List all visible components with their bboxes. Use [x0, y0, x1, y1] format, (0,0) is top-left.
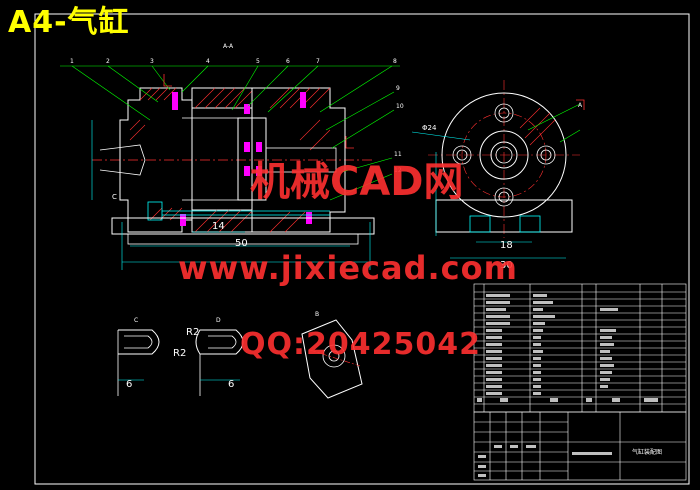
part-number-labels: 1 2 3 4 5 6 7 8 9 10 11 12: [70, 58, 404, 174]
parts-list-table: [473, 283, 687, 413]
watermark-site-name: 机械CAD网: [250, 159, 464, 205]
part-number-3: 3: [150, 58, 154, 65]
end-view: [411, 80, 585, 259]
part-number-7: 7: [316, 58, 320, 65]
title-block-drawing-name: 气缸装配图: [632, 448, 662, 456]
part-number-5: 5: [256, 58, 260, 65]
part-number-8: 8: [393, 58, 397, 65]
part-number-4: 4: [206, 58, 210, 65]
title-block: [473, 411, 687, 481]
part-number-1: 1: [70, 58, 74, 65]
dimension-50: 50: [235, 238, 248, 249]
dimension-6-c: 6: [126, 379, 132, 390]
view-label-c: C: [134, 317, 138, 324]
title-block-glyphs: [478, 445, 612, 477]
part-number-11: 11: [394, 151, 402, 158]
detail-view-b: [301, 319, 363, 399]
dimension-14: 14: [212, 221, 225, 232]
drawing-border: [34, 13, 690, 485]
parts-list-glyphs: [477, 294, 658, 402]
view-label-d: D: [216, 317, 221, 324]
part-number-2: 2: [106, 58, 110, 65]
dimension-phi24: Φ24: [422, 124, 437, 132]
section-label: A-A: [223, 43, 234, 50]
view-label-b: B: [315, 311, 319, 318]
dimension-6-d: 6: [228, 379, 234, 390]
watermark-qq: QQ:20425042: [240, 327, 481, 362]
drawing-title: A4-气缸: [8, 5, 130, 40]
dimension-r2-c: R2: [173, 348, 186, 359]
dimension-30: 30: [500, 260, 513, 271]
view-label-c-main: C: [112, 193, 117, 201]
part-number-6: 6: [286, 58, 290, 65]
view-label-a: A: [578, 102, 583, 109]
detail-view-d: [195, 329, 244, 396]
part-number-10: 10: [396, 103, 404, 110]
part-number-9: 9: [396, 85, 400, 92]
detail-view-c: [117, 329, 160, 396]
section-view: [60, 65, 400, 270]
dimension-18: 18: [500, 240, 513, 251]
dimension-r2-d: R2: [186, 327, 199, 338]
watermark-url: www.jixiecad.com: [178, 249, 518, 287]
part-number-12: 12: [394, 167, 402, 174]
